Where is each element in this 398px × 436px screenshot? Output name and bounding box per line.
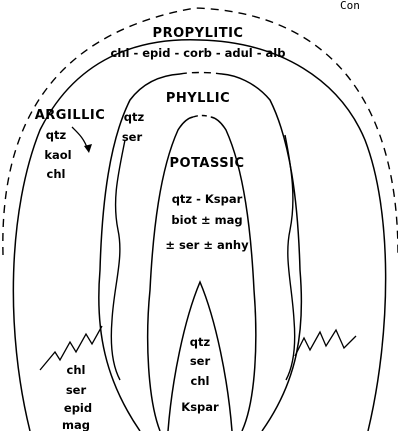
argillic-mineral-3: chl xyxy=(47,167,66,181)
potassic-dashed-top xyxy=(193,116,211,118)
potassic-mineral-2: biot ± mag xyxy=(171,213,242,227)
phyllic-mineral-2: ser xyxy=(122,130,143,144)
argillic-mineral-1: qtz xyxy=(46,128,67,142)
argillic-wavy-left xyxy=(111,140,125,380)
lower-left-mineral-4: mag xyxy=(62,418,90,431)
argillic-arrow-head xyxy=(84,144,92,153)
lower-left-mineral-1: chl xyxy=(67,363,86,377)
core-mineral-1: qtz xyxy=(190,335,211,349)
argillic-title: ARGILLIC xyxy=(35,108,106,123)
phyllic-mineral-1: qtz xyxy=(124,110,145,124)
argillic-mineral-2: kaol xyxy=(44,148,71,162)
propylitic-title: PROPYLITIC xyxy=(153,26,244,41)
core-mineral-2: ser xyxy=(190,354,211,368)
lower-left-mineral-3: epid xyxy=(64,401,92,415)
core-mineral-3: chl xyxy=(191,374,210,388)
core-mineral-4: Kspar xyxy=(181,400,219,414)
phyllic-boundary-left xyxy=(99,74,180,431)
propylitic-minerals: chl - epid - corb - adul - alb xyxy=(111,46,286,60)
potassic-title: POTASSIC xyxy=(169,156,244,171)
corner-text: Con xyxy=(340,0,360,12)
zigzag-right xyxy=(295,330,356,356)
potassic-mineral-1: qtz - Kspar xyxy=(172,192,243,206)
phyllic-dashed-top xyxy=(180,73,222,75)
lower-left-mineral-2: ser xyxy=(66,383,87,397)
phyllic-title: PHYLLIC xyxy=(166,91,230,106)
phyllic-boundary-right xyxy=(222,74,301,431)
potassic-mineral-3: ± ser ± anhy xyxy=(165,238,249,252)
argillic-wavy-right xyxy=(285,135,295,380)
